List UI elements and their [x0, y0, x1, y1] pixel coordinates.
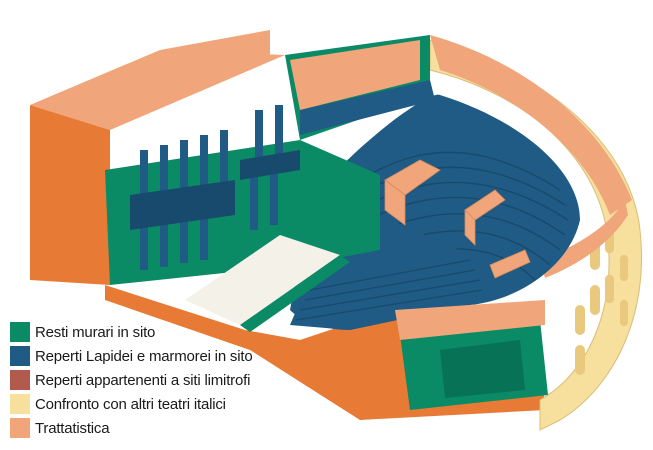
- portico-roof: [430, 35, 632, 215]
- scene-roof-right: [160, 30, 270, 90]
- legend-swatch: [10, 394, 30, 414]
- legend-swatch: [10, 322, 30, 342]
- legend-label: Resti murari in sito: [35, 323, 156, 341]
- legend: Resti murari in sito Reperti Lapidei e m…: [10, 320, 310, 440]
- legend-label: Reperti appartenenti a siti limitrofi: [35, 371, 251, 389]
- legend-swatch: [10, 418, 30, 438]
- legend-item: Confronto con altri teatri italici: [10, 392, 310, 416]
- legend-item: Reperti Lapidei e marmorei in sito: [10, 344, 310, 368]
- scene-wall-face: [30, 105, 110, 285]
- legend-swatch: [10, 370, 30, 390]
- legend-item: Reperti appartenenti a siti limitrofi: [10, 368, 310, 392]
- scene-columns: [140, 105, 283, 270]
- outer-wall-arches: [575, 225, 628, 375]
- legend-swatch: [10, 346, 30, 366]
- legend-label: Reperti Lapidei e marmorei in sito: [35, 347, 253, 365]
- column-entablatures: [130, 150, 300, 230]
- vomitoria: [384, 159, 531, 279]
- legend-label: Trattatistica: [35, 419, 110, 437]
- legend-item: Resti murari in sito: [10, 320, 310, 344]
- portico-lower-band: [540, 200, 628, 278]
- lower-seat-lines: [295, 259, 483, 321]
- right-treatise-cap: [395, 300, 545, 340]
- upper-stone-band: [300, 80, 435, 135]
- legend-label: Confronto con altri teatri italici: [35, 395, 226, 413]
- stage-floor: [185, 235, 340, 325]
- stage-edge: [240, 255, 350, 332]
- legend-item: Trattatistica: [10, 416, 310, 440]
- right-arch-front: [440, 340, 525, 398]
- upper-treatise-wall: [290, 40, 420, 110]
